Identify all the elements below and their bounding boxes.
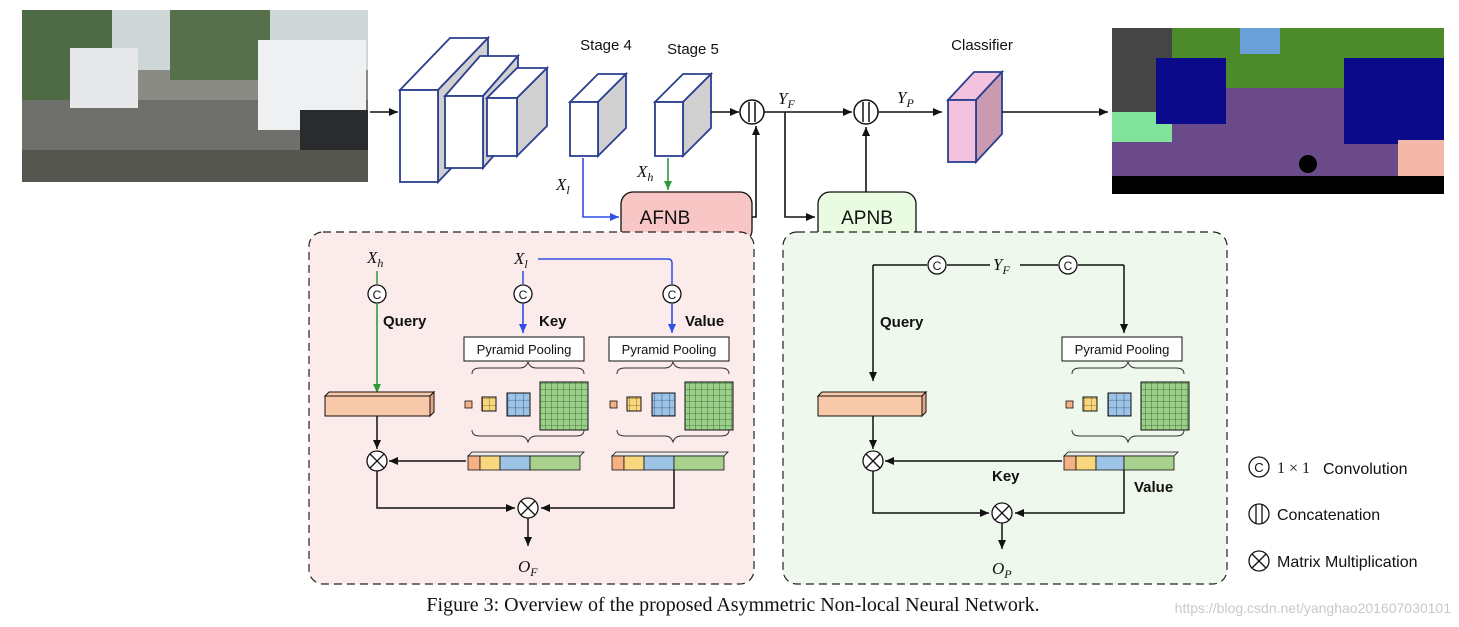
matmul-icon: [366, 450, 388, 472]
afnb-pp-left-label: Pyramid Pooling: [477, 342, 572, 357]
svg-text:C: C: [1064, 259, 1073, 273]
apnb-pp-box: [1061, 336, 1183, 362]
apnb-pyramid-grids: [1065, 360, 1190, 444]
afnb-key-bar: [467, 451, 585, 471]
afnb-pp-right-box: [608, 336, 730, 362]
concat-icon-2: [853, 99, 879, 125]
apnb-value-label: Value: [1134, 479, 1173, 496]
afnb-value-bar: [611, 451, 729, 471]
segmentation-output: [1112, 28, 1444, 194]
afnb-block: AFNB: [620, 191, 753, 243]
apnb-yf-label: YF: [993, 255, 1010, 277]
watermark: https://blog.csdn.net/yanghao20160703010…: [1175, 600, 1452, 616]
of-label: OF: [518, 557, 538, 579]
yp-label: YP: [897, 88, 914, 110]
afnb-value-label: Value: [685, 313, 724, 330]
legend-conv-math: 1 × 1: [1277, 460, 1310, 477]
classifier-label: Classifier: [951, 37, 1013, 54]
stage4-block: [567, 71, 629, 159]
apnb-conv-icon-right: C: [1058, 255, 1078, 275]
conv-icon-value: C: [662, 284, 682, 304]
apnb-conv-icon-left: C: [927, 255, 947, 275]
xl-label: Xl: [513, 249, 528, 271]
legend: C 1 × 1 Convolution Concatenation Matrix…: [1248, 456, 1417, 572]
classifier-block: [945, 69, 1005, 165]
afnb-pp-right-label: Pyramid Pooling: [622, 342, 717, 357]
apnb-matmul-icon: [862, 450, 884, 472]
apnb-panel: [782, 231, 1228, 585]
input-image: [22, 10, 368, 182]
conv-icon-key: C: [513, 284, 533, 304]
apnb-query-bar: [816, 390, 928, 418]
apnb-key-label: Key: [992, 468, 1020, 485]
legend-matmul-icon: [1248, 550, 1270, 572]
backbone-block-3: [484, 65, 550, 159]
xl-label-top: Xl: [555, 175, 570, 197]
conv-icon: C: [367, 284, 387, 304]
legend-conv-icon: C: [1248, 456, 1270, 478]
svg-text:C: C: [933, 259, 942, 273]
afnb-pyramid-grids-right: [609, 360, 734, 444]
svg-text:C: C: [1254, 460, 1263, 475]
apnb-pp-label: Pyramid Pooling: [1075, 342, 1170, 357]
stage5-block: [652, 71, 714, 159]
apnb-kv-bar: [1063, 451, 1179, 471]
op-label: OP: [992, 559, 1012, 581]
legend-conv-label: Convolution: [1323, 461, 1408, 478]
stage4-label: Stage 4: [580, 37, 632, 54]
legend-concat-icon: [1248, 503, 1270, 525]
afnb-query-label: Query: [383, 313, 427, 330]
svg-text:C: C: [668, 288, 677, 302]
concat-icon: [739, 99, 765, 125]
apnb-block: APNB: [817, 191, 917, 243]
apnb-matmul-icon-2: [991, 502, 1013, 524]
legend-matmul-label: Matrix Multiplication: [1277, 554, 1417, 571]
xh-label: Xh: [366, 248, 383, 270]
afnb-query-bar: [323, 390, 436, 418]
legend-concat-label: Concatenation: [1277, 507, 1380, 524]
afnb-key-label: Key: [539, 313, 567, 330]
afnb-pyramid-grids-left: [464, 360, 589, 444]
afnb-panel: [308, 231, 755, 585]
afnb-pp-left-box: [463, 336, 585, 362]
svg-text:C: C: [373, 288, 382, 302]
figure-caption: Figure 3: Overview of the proposed Asymm…: [426, 594, 1039, 616]
afnb-label: AFNB: [640, 208, 691, 229]
apnb-label: APNB: [841, 208, 893, 229]
svg-text:C: C: [519, 288, 528, 302]
yf-label: YF: [778, 89, 795, 111]
xh-label-top: Xh: [636, 162, 653, 184]
stage5-label: Stage 5: [667, 41, 719, 58]
matmul-icon-2: [517, 497, 539, 519]
apnb-query-label: Query: [880, 314, 924, 331]
